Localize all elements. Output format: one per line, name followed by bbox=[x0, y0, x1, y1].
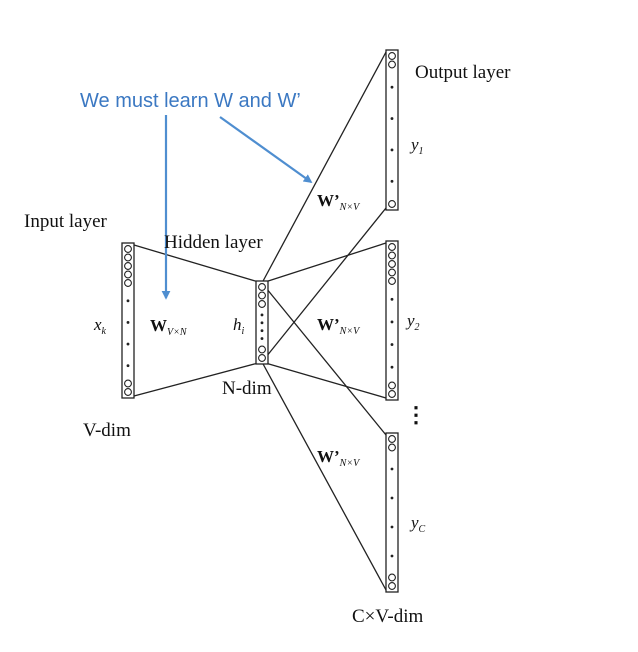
output-vertical-ellipsis: ⋮ bbox=[405, 402, 427, 427]
ellipsis-dot bbox=[260, 337, 264, 340]
w-prime-output2-label: W’N×V bbox=[317, 315, 361, 337]
ellipsis-dot bbox=[390, 554, 394, 558]
output-layer-label: Output layer bbox=[415, 62, 511, 83]
neuron-node bbox=[388, 200, 396, 208]
neuron-node bbox=[388, 573, 396, 582]
input-layer-label: Input layer bbox=[24, 211, 108, 232]
connection-lines bbox=[133, 51, 387, 591]
hidden-to-outputc-top-edge bbox=[261, 282, 387, 436]
ellipsis-dot bbox=[390, 117, 394, 120]
neuron-node bbox=[388, 582, 396, 590]
x-k-label: xk bbox=[93, 315, 107, 337]
hidden-vector bbox=[255, 280, 269, 365]
neuron-node bbox=[124, 270, 132, 279]
w-input-label: WV×N bbox=[150, 316, 188, 338]
neuron-node bbox=[124, 245, 132, 253]
neuron-node bbox=[388, 443, 396, 452]
neuron-node bbox=[124, 388, 132, 396]
y-2-label: y2 bbox=[405, 311, 420, 333]
output-vector-1-box bbox=[385, 49, 399, 211]
neuron-node bbox=[258, 354, 266, 362]
neuron-node bbox=[124, 379, 132, 388]
ellipsis-dot bbox=[390, 85, 394, 89]
w-prime-output1-label: W’N×V bbox=[317, 191, 361, 213]
annotation-text: We must learn W and W’ bbox=[80, 90, 301, 112]
ellipsis-dot bbox=[390, 297, 394, 301]
ellipsis-dot bbox=[126, 342, 130, 346]
neuron-node bbox=[258, 291, 266, 300]
neuron-node bbox=[124, 262, 132, 270]
ellipsis-dot bbox=[390, 467, 394, 471]
neuron-node bbox=[388, 381, 396, 390]
hidden-to-outputc-bottom-edge bbox=[261, 361, 387, 591]
ellipsis-dot bbox=[260, 313, 264, 317]
neuron-node bbox=[388, 60, 396, 69]
hidden-to-output2-bottom-edge bbox=[261, 361, 387, 399]
neuron-node bbox=[388, 390, 396, 398]
vectors bbox=[121, 49, 399, 593]
hidden-to-output1-top-edge bbox=[261, 51, 387, 284]
y-1-label: y1 bbox=[409, 135, 424, 157]
ellipsis-dot bbox=[260, 329, 264, 333]
n-dim-label: N-dim bbox=[222, 378, 272, 399]
neuron-node bbox=[388, 260, 396, 268]
hidden-to-output1-bottom-edge bbox=[261, 207, 387, 363]
hidden-to-output2-top-edge bbox=[261, 242, 387, 284]
output-vector-c bbox=[385, 432, 399, 593]
neuron-node bbox=[124, 279, 132, 287]
cv-dim-label: C×V-dim bbox=[352, 606, 423, 627]
ellipsis-dot bbox=[390, 365, 394, 369]
output-vector-1 bbox=[385, 49, 399, 211]
neuron-node bbox=[124, 253, 132, 262]
neuron-node bbox=[258, 300, 266, 308]
w-prime-outputc-label: W’N×V bbox=[317, 447, 361, 469]
output-vector-2 bbox=[385, 240, 399, 401]
neuron-node bbox=[388, 52, 396, 60]
annotation-arrow-to-w-prime bbox=[219, 116, 313, 184]
neuron-node bbox=[258, 345, 266, 354]
ellipsis-dot bbox=[390, 179, 394, 183]
output-vector-c-box bbox=[385, 432, 399, 593]
ellipsis-dot bbox=[390, 525, 394, 529]
neuron-node bbox=[258, 283, 266, 291]
input-to-hidden-bottom-edge bbox=[133, 361, 263, 397]
neuron-node bbox=[388, 277, 396, 285]
ellipsis-dot bbox=[126, 364, 130, 368]
input-to-hidden-top-edge bbox=[133, 244, 263, 284]
y-c-label: yC bbox=[409, 513, 426, 535]
neuron-node bbox=[388, 243, 396, 251]
ellipsis-dot bbox=[260, 321, 264, 325]
ellipsis-dot bbox=[390, 496, 394, 500]
ellipsis-dot bbox=[126, 321, 130, 324]
ellipsis-dot bbox=[126, 299, 130, 303]
ellipsis-dot bbox=[390, 320, 394, 324]
v-dim-label: V-dim bbox=[83, 420, 131, 441]
neuron-node bbox=[388, 435, 396, 443]
ellipsis-dot bbox=[390, 343, 394, 346]
neuron-node bbox=[388, 268, 396, 277]
neuron-node bbox=[388, 251, 396, 260]
ellipsis-dot bbox=[390, 148, 394, 152]
hidden-layer-label: Hidden layer bbox=[164, 232, 263, 253]
h-i-label: hi bbox=[233, 315, 245, 337]
input-vector bbox=[121, 242, 135, 399]
